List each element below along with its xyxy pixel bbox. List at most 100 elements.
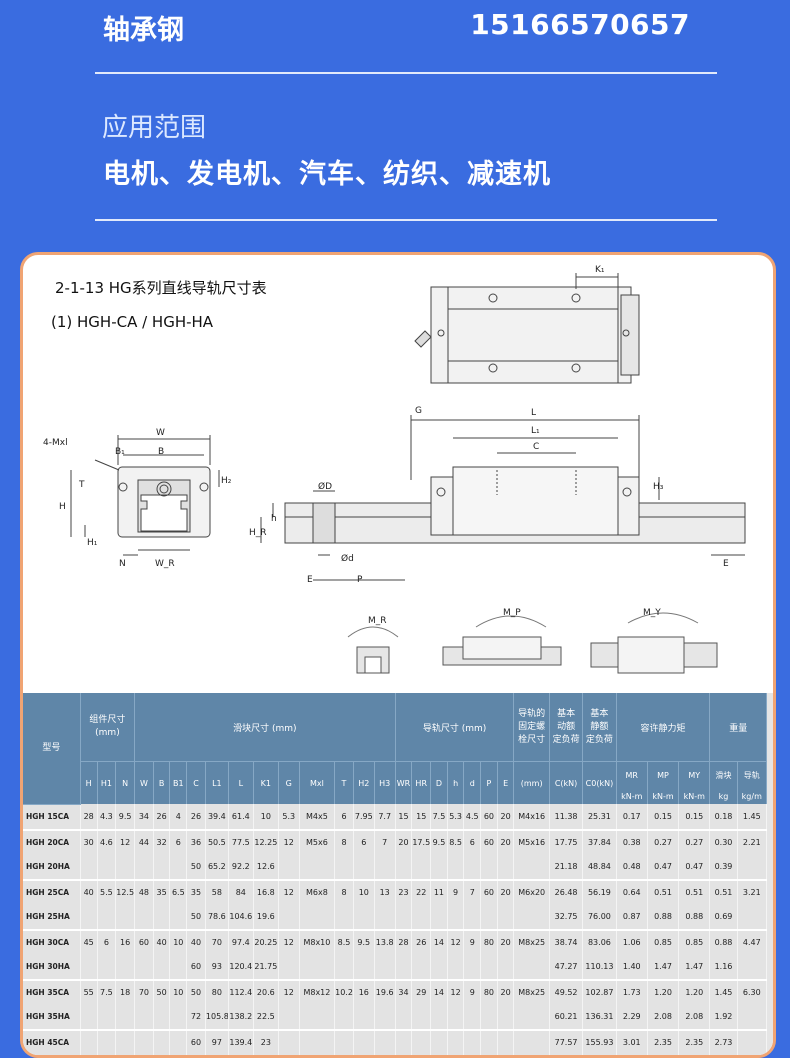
sub-header-cell: d — [463, 761, 482, 804]
value-cell: 49.52 — [549, 979, 584, 1005]
dim-n: N — [119, 559, 126, 569]
value-cell: 0.38 — [616, 829, 648, 855]
value-cell: 7.95 — [353, 804, 375, 831]
value-cell — [447, 1029, 465, 1055]
value-cell: 20 — [395, 829, 413, 855]
value-cell: 80 — [205, 979, 229, 1005]
value-cell: 26.48 — [549, 879, 584, 905]
value-cell: 17.75 — [549, 829, 584, 855]
value-cell — [430, 904, 448, 931]
value-cell — [430, 1004, 448, 1031]
value-cell: 55 — [80, 979, 98, 1005]
value-cell: 10 — [353, 879, 375, 905]
value-cell: 5.3 — [447, 804, 465, 831]
value-cell: 9 — [463, 979, 482, 1005]
value-cell: 47.27 — [549, 954, 584, 981]
scope-value: 电机、发电机、汽车、纺织、减速机 — [103, 159, 551, 190]
value-cell: 80 — [480, 979, 498, 1005]
dim-b1: B₁ — [115, 447, 125, 457]
side-view-drawing — [260, 415, 746, 581]
value-cell: M5x6 — [299, 829, 336, 855]
dim-h1: H₁ — [87, 538, 98, 548]
value-cell — [374, 954, 396, 981]
value-cell: 2.35 — [678, 1029, 711, 1055]
value-cell — [334, 954, 354, 981]
value-cell — [169, 1004, 188, 1031]
th-model: 型号 — [23, 693, 81, 805]
value-cell: 0.51 — [647, 879, 680, 905]
value-cell: 0.85 — [678, 929, 711, 955]
value-cell: 1.16 — [709, 954, 738, 981]
value-cell: 8.5 — [334, 929, 354, 955]
value-cell — [169, 954, 188, 981]
value-cell: 20.6 — [253, 979, 279, 1005]
value-cell — [134, 1004, 154, 1031]
model-cell: HGH 20CA — [23, 829, 81, 855]
value-cell: 97.4 — [228, 929, 254, 955]
dim-b: B — [158, 447, 164, 457]
label-my: M_Y — [643, 608, 661, 618]
value-cell: 6 — [97, 929, 117, 955]
dim-od-small: Ød — [341, 553, 354, 564]
divider-bottom — [95, 219, 717, 221]
value-cell: 1.06 — [616, 929, 648, 955]
value-cell: 120.4 — [228, 954, 254, 981]
label-mr: M_R — [368, 616, 387, 626]
value-cell: 20.25 — [253, 929, 279, 955]
value-cell: 50 — [153, 979, 171, 1005]
value-cell — [374, 1029, 396, 1055]
dim-h3: H₃ — [653, 482, 664, 492]
dim-e: E — [307, 575, 313, 585]
value-cell — [169, 1029, 188, 1055]
figure-subcaption: (1) HGH-CA / HGH-HA — [51, 313, 214, 331]
dim-p: P — [357, 575, 363, 585]
value-cell: 6 — [353, 829, 375, 855]
value-cell: 5.5 — [97, 879, 117, 905]
value-cell: 13 — [374, 879, 396, 905]
sub-header-cell: C(kN) — [549, 761, 584, 804]
value-cell — [80, 1029, 98, 1055]
dim-k1: K₁ — [595, 265, 605, 275]
value-cell: 0.88 — [647, 904, 680, 931]
value-cell: 35 — [153, 879, 171, 905]
value-cell: 9.5 — [115, 804, 136, 831]
value-cell — [737, 904, 768, 931]
value-cell — [497, 904, 515, 931]
value-cell — [374, 1004, 396, 1031]
sub-header-cell: L1 — [205, 761, 229, 804]
value-cell — [115, 904, 136, 931]
value-cell: 1.47 — [647, 954, 680, 981]
value-cell — [737, 1029, 768, 1055]
value-cell — [115, 1004, 136, 1031]
value-cell — [513, 1004, 550, 1031]
value-cell: 34 — [395, 979, 413, 1005]
value-cell: 17.5 — [411, 829, 432, 855]
value-cell — [497, 1004, 515, 1031]
value-cell: 0.15 — [647, 804, 680, 831]
dim-h: H — [59, 502, 66, 512]
header-phone: 15166570657 — [470, 8, 690, 41]
dim-l1: L₁ — [531, 426, 540, 436]
value-cell: 32.75 — [549, 904, 584, 931]
value-cell: 10 — [253, 804, 279, 831]
value-cell — [299, 954, 336, 981]
unit-cell: kg/m — [737, 788, 768, 804]
value-cell: 15 — [395, 804, 413, 831]
value-cell — [334, 1029, 354, 1055]
figure-caption: 2-1-13 HG系列直线导轨尺寸表 — [55, 279, 267, 297]
value-cell — [278, 954, 300, 981]
value-cell: 12 — [278, 929, 300, 955]
value-cell: 104.6 — [228, 904, 254, 931]
value-cell: 6.5 — [169, 879, 188, 905]
sub-header-cell: H3 — [374, 761, 396, 804]
sub-header-cell: B1 — [169, 761, 188, 804]
value-cell: 0.17 — [616, 804, 648, 831]
value-cell — [737, 1004, 768, 1031]
sub-header-cell: MP — [647, 761, 680, 788]
value-cell: 20 — [497, 804, 515, 831]
scope-label: 应用范围 — [102, 113, 207, 143]
value-cell — [299, 1029, 336, 1055]
value-cell: 3.21 — [737, 879, 768, 905]
value-cell — [299, 904, 336, 931]
